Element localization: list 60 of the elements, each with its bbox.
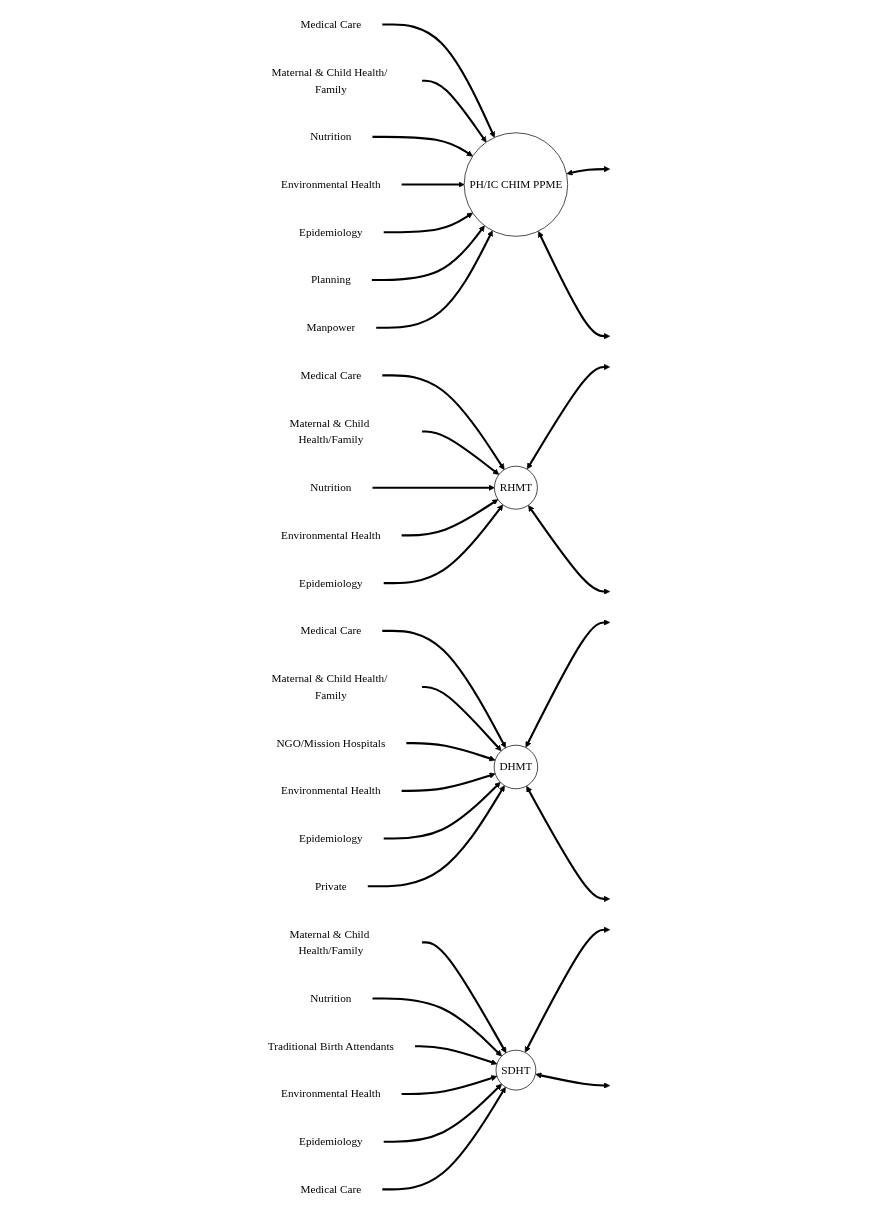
node-text: Environmental Health	[281, 784, 381, 797]
node-text: Medical Care	[300, 1183, 362, 1196]
node-text: Environmental Health	[281, 178, 381, 191]
arrow	[383, 212, 474, 234]
arrow	[422, 430, 500, 475]
node-circle: PH/IC CHIM PPME	[464, 132, 569, 237]
arrow	[535, 1072, 611, 1089]
node-text: Private	[315, 879, 347, 892]
arrow	[415, 1045, 498, 1066]
arrow	[422, 685, 502, 752]
arrow	[422, 941, 507, 1054]
arrow	[528, 505, 611, 595]
node-text: Maternal & Child Health/Family	[289, 416, 370, 446]
node-text: Maternal & Child Health/ Family	[271, 672, 388, 702]
arrow	[382, 1086, 507, 1191]
arrow	[383, 504, 504, 585]
arrow	[401, 1075, 498, 1096]
node-text: Medical Care	[300, 624, 362, 637]
node-text: Nutrition	[310, 481, 352, 494]
arrow	[401, 499, 499, 537]
arrow	[372, 135, 474, 157]
node-text: Maternal & Child Health/Family	[289, 927, 370, 957]
arrow	[383, 1083, 503, 1143]
arrow	[526, 786, 611, 902]
node-text: Medical Care	[300, 18, 362, 31]
arrow	[382, 629, 507, 749]
arrow	[372, 997, 503, 1057]
node-text: Epidemiology	[299, 576, 363, 589]
node-text: Medical Care	[300, 369, 362, 382]
arrow	[382, 374, 505, 470]
node-circle: SDHT	[495, 1049, 537, 1091]
node-text: Epidemiology	[299, 832, 363, 845]
node-text: Environmental Health	[281, 1087, 381, 1100]
arrow	[527, 363, 611, 470]
arrow	[422, 79, 487, 143]
node-text: Environmental Health	[281, 529, 381, 542]
node-text: NGO/Mission Hospitals	[276, 736, 386, 749]
node-text: Maternal & Child Health/ Family	[271, 65, 388, 95]
arrow	[383, 782, 501, 840]
node-text: Nutrition	[310, 992, 352, 1005]
arrow	[566, 166, 611, 176]
node-text: Epidemiology	[299, 1135, 363, 1148]
node-text: Epidemiology	[299, 225, 363, 238]
arrow	[368, 785, 506, 888]
node-text: Planning	[311, 273, 352, 286]
arrow	[525, 619, 611, 748]
node-circle: DHMT	[494, 744, 539, 790]
arrow	[401, 181, 465, 188]
arrow	[372, 484, 495, 491]
node-circle: RHMT	[494, 465, 538, 510]
node-text: Manpower	[306, 321, 356, 334]
arrow	[401, 772, 496, 792]
arrow	[525, 926, 611, 1053]
node-text: Nutrition	[310, 130, 352, 143]
arrow	[372, 225, 486, 282]
arrow	[538, 231, 611, 340]
arrow	[406, 742, 496, 762]
arrow	[376, 230, 493, 329]
node-text: Traditional Birth Attendants	[267, 1039, 395, 1052]
arrow	[382, 23, 496, 138]
